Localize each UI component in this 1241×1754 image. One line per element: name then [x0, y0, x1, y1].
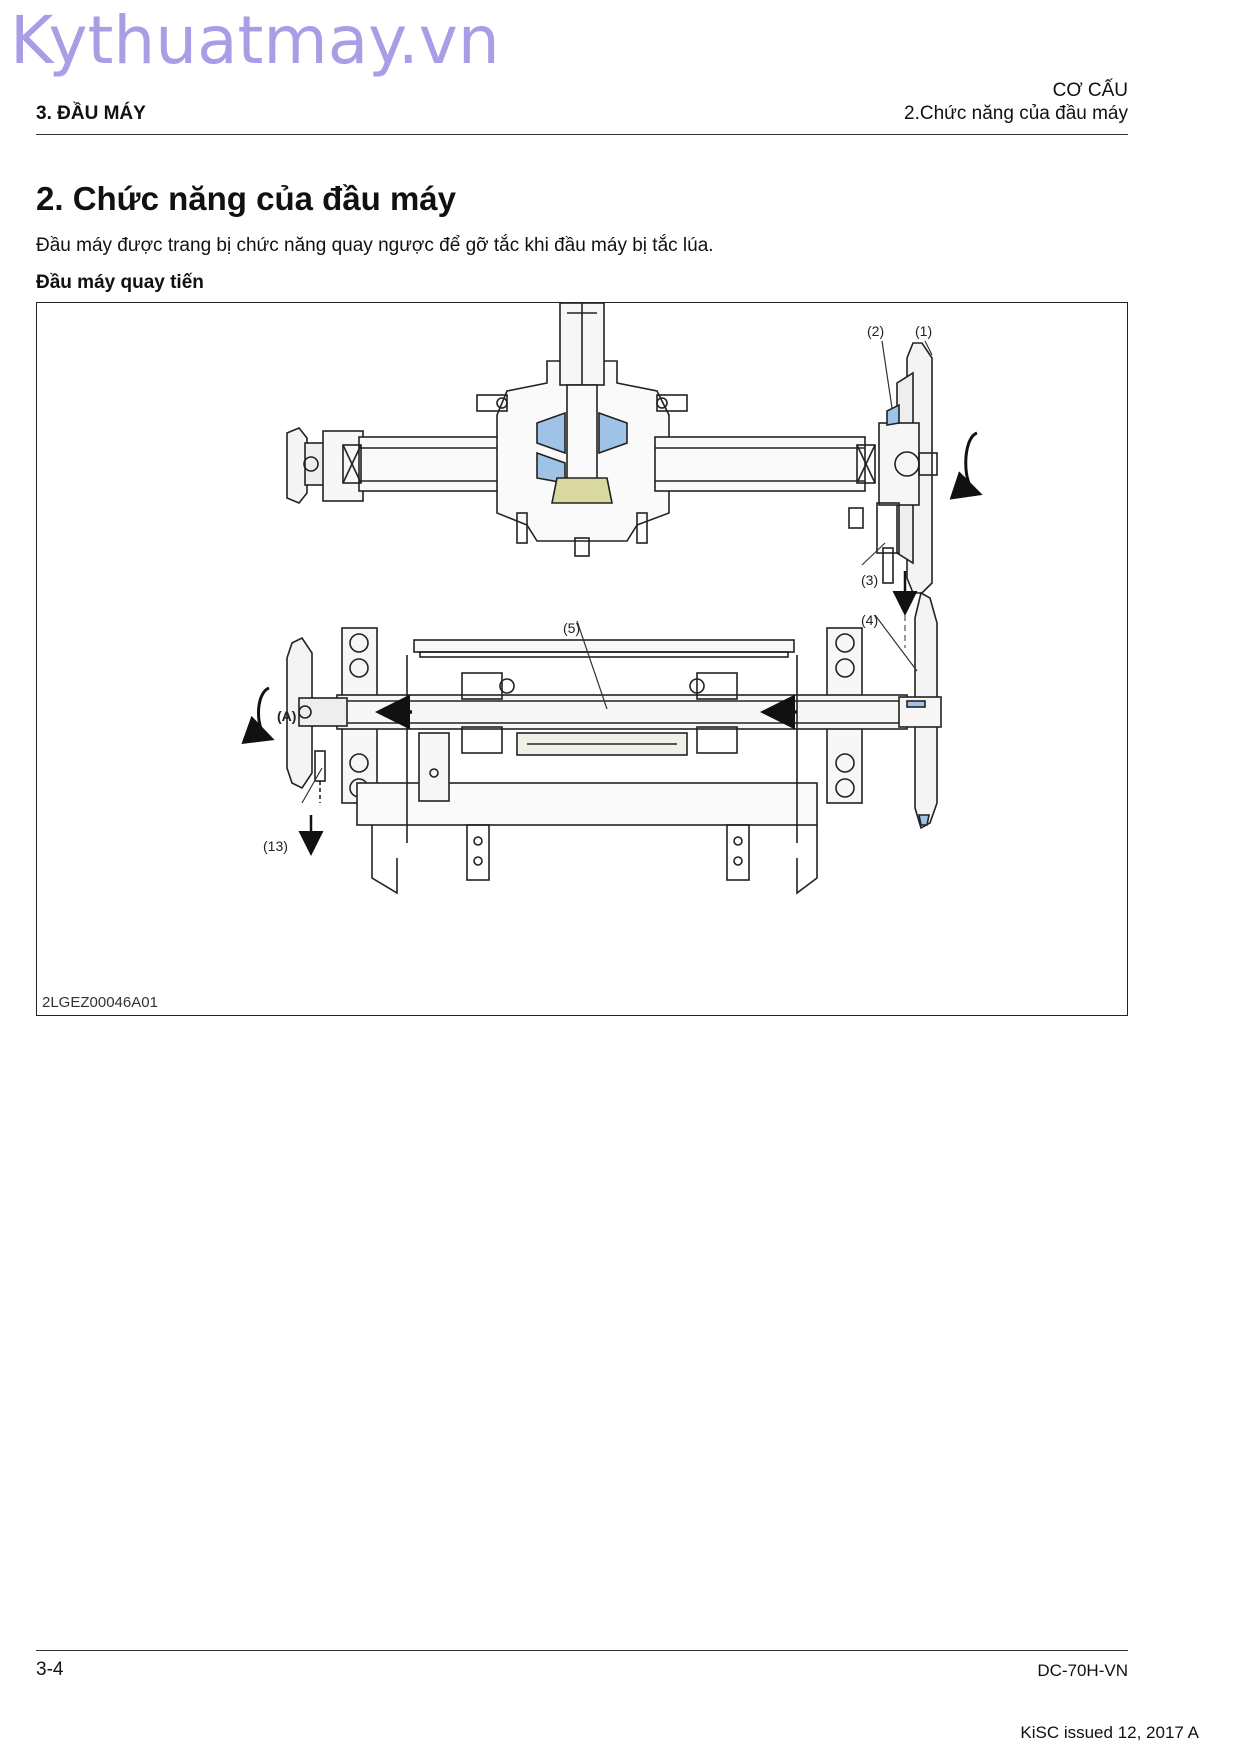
- document-code: DC-70H-VN: [1037, 1661, 1128, 1680]
- header-section: 2.Chức năng của đầu máy: [904, 103, 1128, 124]
- rotation-arrow-a: [241, 686, 275, 744]
- header-part: 3. ĐẦU MÁY: [36, 103, 146, 124]
- intro-paragraph: Đầu máy được trang bị chức năng quay ngư…: [36, 235, 714, 256]
- callout-2: (2): [867, 323, 884, 339]
- callout-a: (A): [277, 708, 296, 724]
- leader-lines: [301, 340, 933, 804]
- callout-3: (3): [861, 572, 878, 588]
- mechanism-figure: (1) (2) (3) (4) (5) (13) (A) 2LGEZ00046A…: [36, 302, 1128, 1016]
- callout-4: (4): [861, 612, 878, 628]
- drive-diagram: (1) (2) (3) (4) (5) (13) (A): [241, 303, 983, 895]
- page-number: 3-4: [36, 1659, 64, 1680]
- lower-frame-assembly: [286, 591, 942, 895]
- page-title: 2. Chức năng của đầu máy: [36, 180, 457, 217]
- callout-5: (5): [563, 620, 580, 636]
- watermark-logo: Kythuatmay.vn: [10, 2, 500, 79]
- upper-shaft-assembly: [286, 303, 938, 594]
- header-divider: [36, 134, 1128, 135]
- figure-code: 2LGEZ00046A01: [42, 994, 158, 1011]
- issue-note: KiSC issued 12, 2017 A: [1020, 1723, 1199, 1742]
- rotation-arrow-upper: [949, 431, 983, 500]
- header-chapter: CƠ CẤU: [1052, 80, 1128, 101]
- footer-divider: [36, 1650, 1128, 1651]
- callout-1: (1): [915, 323, 932, 339]
- figure-heading: Đầu máy quay tiến: [36, 272, 204, 293]
- callout-13: (13): [263, 838, 288, 854]
